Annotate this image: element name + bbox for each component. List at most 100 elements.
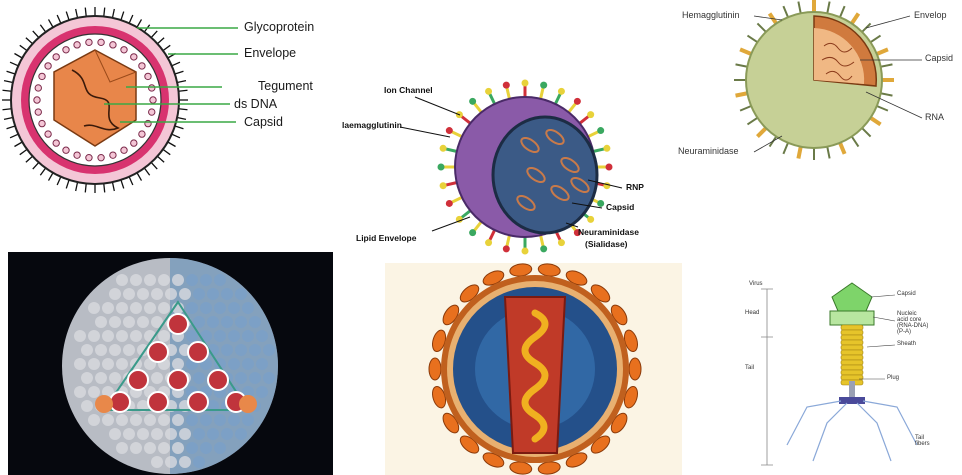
dna-bead (139, 63, 145, 69)
surface-protein (95, 372, 107, 384)
surface-protein (74, 386, 86, 398)
surface-protein (151, 456, 163, 468)
spike-head (587, 111, 594, 118)
surface-protein (151, 288, 163, 300)
surface-protein (81, 400, 93, 412)
label-head: Head (745, 310, 759, 316)
glycoprotein-spike (26, 156, 33, 162)
glycoprotein-spike (112, 9, 114, 18)
surface-protein (102, 330, 114, 342)
label-tegument: Tegument (258, 79, 313, 93)
surface-protein (200, 274, 212, 286)
surface-protein (249, 316, 261, 328)
spike-head (540, 245, 547, 252)
sheath-ring (841, 335, 863, 340)
herpes-virus-drawing (0, 0, 340, 240)
surface-protein (88, 330, 100, 342)
glycoprotein-spike (163, 45, 170, 50)
glycoprotein-spike (66, 12, 69, 21)
label-rna: RNA (925, 112, 944, 122)
surface-protein (130, 302, 142, 314)
glycoprotein-spike (177, 81, 186, 83)
surface-protein (214, 302, 226, 314)
dna-bead (139, 131, 145, 137)
label-capsid-3d: Capsid (606, 202, 634, 212)
glycoprotein-spike (76, 182, 78, 191)
dna-bead (74, 42, 80, 48)
surface-protein (137, 428, 149, 440)
envelope-knob (429, 358, 441, 380)
leader-envelop (866, 16, 910, 28)
glycoprotein-spike (172, 134, 180, 138)
surface-protein (130, 442, 142, 454)
surface-protein (123, 428, 135, 440)
label-sialidase: (Sialidase) (585, 239, 628, 249)
leader-lipid-envelope (432, 217, 470, 231)
spike-head (574, 98, 581, 105)
conical-core (505, 297, 565, 453)
leader-haemagglutinin (400, 127, 450, 137)
glycoprotein-spike (26, 38, 33, 44)
glycoprotein-spike (151, 162, 157, 169)
glycoprotein-spike (4, 81, 13, 83)
glycoprotein-spike (76, 9, 78, 18)
dna-bead (110, 152, 116, 158)
label-capsid-phage: Capsid (897, 291, 916, 297)
surface-protein (249, 344, 261, 356)
dna-bead (53, 54, 59, 60)
glycoprotein-spike (168, 142, 176, 147)
label-plug: Plug (887, 375, 899, 381)
surface-protein (81, 344, 93, 356)
label-envelop: Envelop (914, 10, 947, 20)
surface-protein (207, 288, 219, 300)
dna-bead (35, 109, 41, 115)
surface-protein (144, 274, 156, 286)
glycoprotein-spike (20, 45, 27, 50)
surface-protein (242, 414, 254, 426)
surface-protein (88, 358, 100, 370)
glycoprotein-spike (175, 71, 184, 74)
sheath-ring (841, 350, 863, 355)
spike-head (446, 200, 453, 207)
spike-head (587, 216, 594, 223)
influenza-cutaway-drawing (670, 0, 962, 170)
glycoprotein-spike (20, 149, 27, 154)
surface-protein (193, 372, 205, 384)
sheath-ring (841, 345, 863, 350)
dna-bead (149, 85, 155, 91)
surface-protein (88, 386, 100, 398)
surface-protein (137, 288, 149, 300)
red-capsomere (110, 392, 130, 412)
dna-bead (35, 85, 41, 91)
label-envelope: Envelope (244, 46, 296, 60)
dna-bead (86, 39, 92, 45)
red-capsomere (208, 370, 228, 390)
spike-head (485, 88, 492, 95)
surface-protein (109, 372, 121, 384)
sheath-ring (841, 325, 863, 330)
dna-bead (98, 39, 104, 45)
surface-protein (214, 442, 226, 454)
spike-head (469, 98, 476, 105)
surface-protein (193, 288, 205, 300)
spike-head (446, 127, 453, 134)
dna-bead (145, 73, 151, 79)
label-haemagglutinin: laemagglutinin (342, 120, 402, 130)
surface-protein (123, 316, 135, 328)
hiv-cross-section-diagram (385, 263, 682, 475)
surface-protein (144, 414, 156, 426)
surface-protein (74, 330, 86, 342)
scale-bracket (761, 289, 773, 465)
surface-protein (109, 316, 121, 328)
dna-bead (74, 152, 80, 158)
spike-head (438, 164, 445, 171)
label-neuraminidase-3d: Neuraminidase (578, 227, 639, 237)
glycoprotein-spike (49, 173, 54, 181)
surface-protein (193, 456, 205, 468)
icosahedral-model-drawing (8, 252, 333, 475)
glycoprotein-spike (137, 19, 142, 27)
glycoprotein-spike (121, 180, 124, 189)
spike-head (558, 239, 565, 246)
glycoprotein-spike (3, 90, 12, 91)
surface-protein (95, 344, 107, 356)
